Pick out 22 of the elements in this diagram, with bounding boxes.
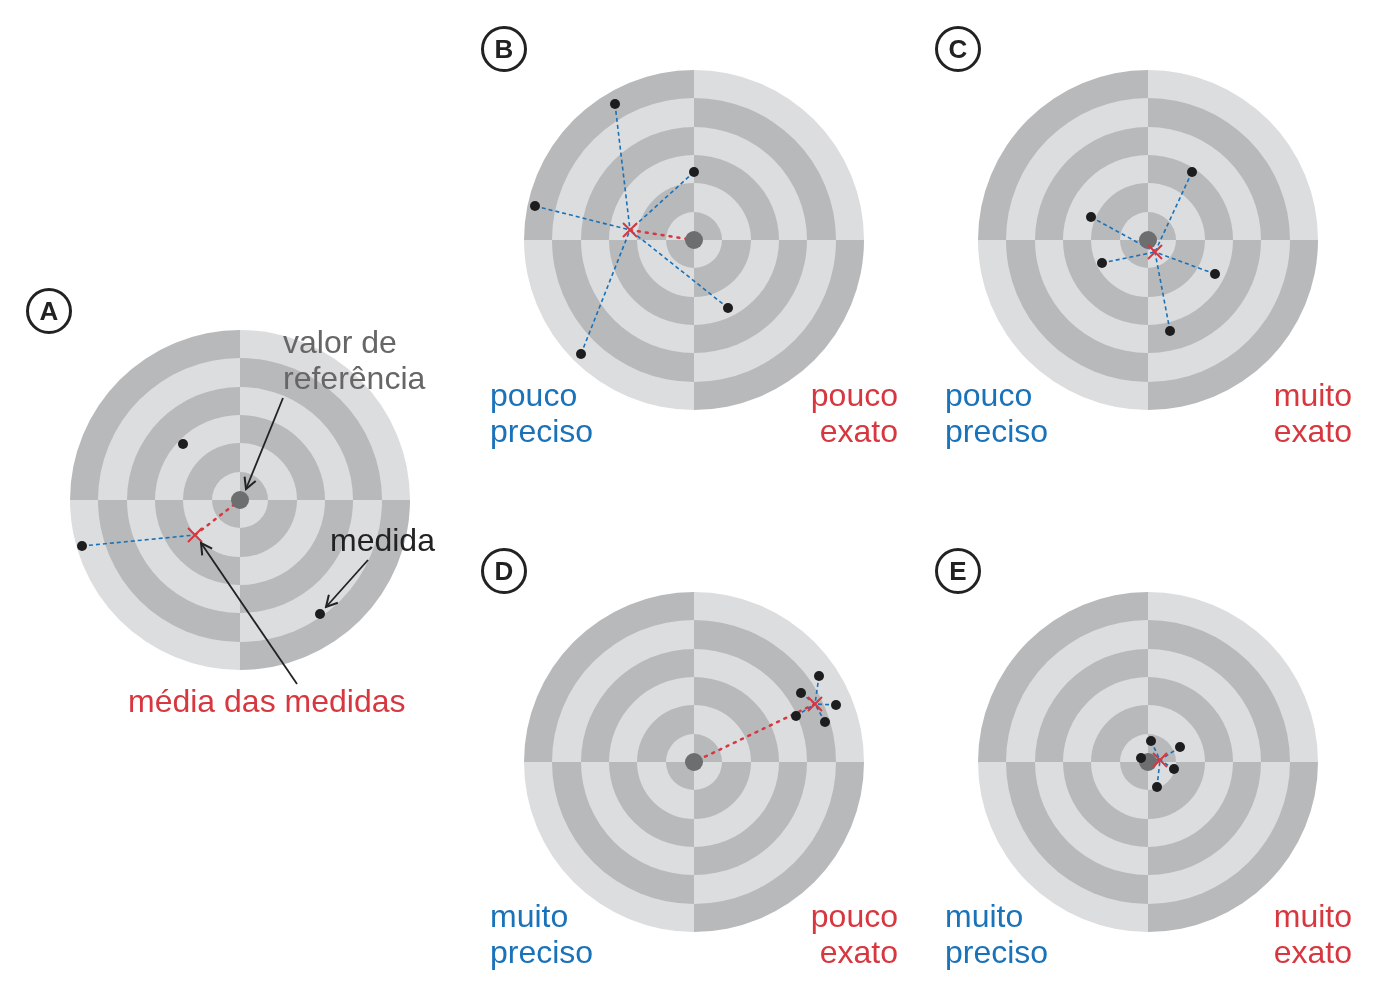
panel-caption: pouco exato <box>809 898 898 970</box>
panel-caption: pouco exato <box>809 377 898 449</box>
panel-letter: C <box>935 26 981 72</box>
leader-line <box>243 397 284 490</box>
panel-caption: muito exato <box>1272 377 1352 449</box>
annotation-text: valor de referência <box>283 324 453 396</box>
panel-caption: pouco preciso <box>945 377 1050 449</box>
panel-letter: A <box>26 288 72 334</box>
measurement-point <box>315 609 325 619</box>
panel-caption: muito preciso <box>490 898 595 970</box>
leader-line <box>200 542 298 685</box>
reference-point <box>231 491 249 509</box>
panel-letter: B <box>481 26 527 72</box>
panel-letter: D <box>481 548 527 594</box>
mean-cross-mark <box>187 527 203 543</box>
panel-caption: pouco preciso <box>490 377 595 449</box>
panel-letter: E <box>935 548 981 594</box>
annotation-text: medida <box>330 522 460 558</box>
leader-line <box>325 559 369 608</box>
panel-caption: muito preciso <box>945 898 1050 970</box>
panel-caption: muito exato <box>1272 898 1352 970</box>
annotation-text: média das medidas <box>128 683 458 719</box>
